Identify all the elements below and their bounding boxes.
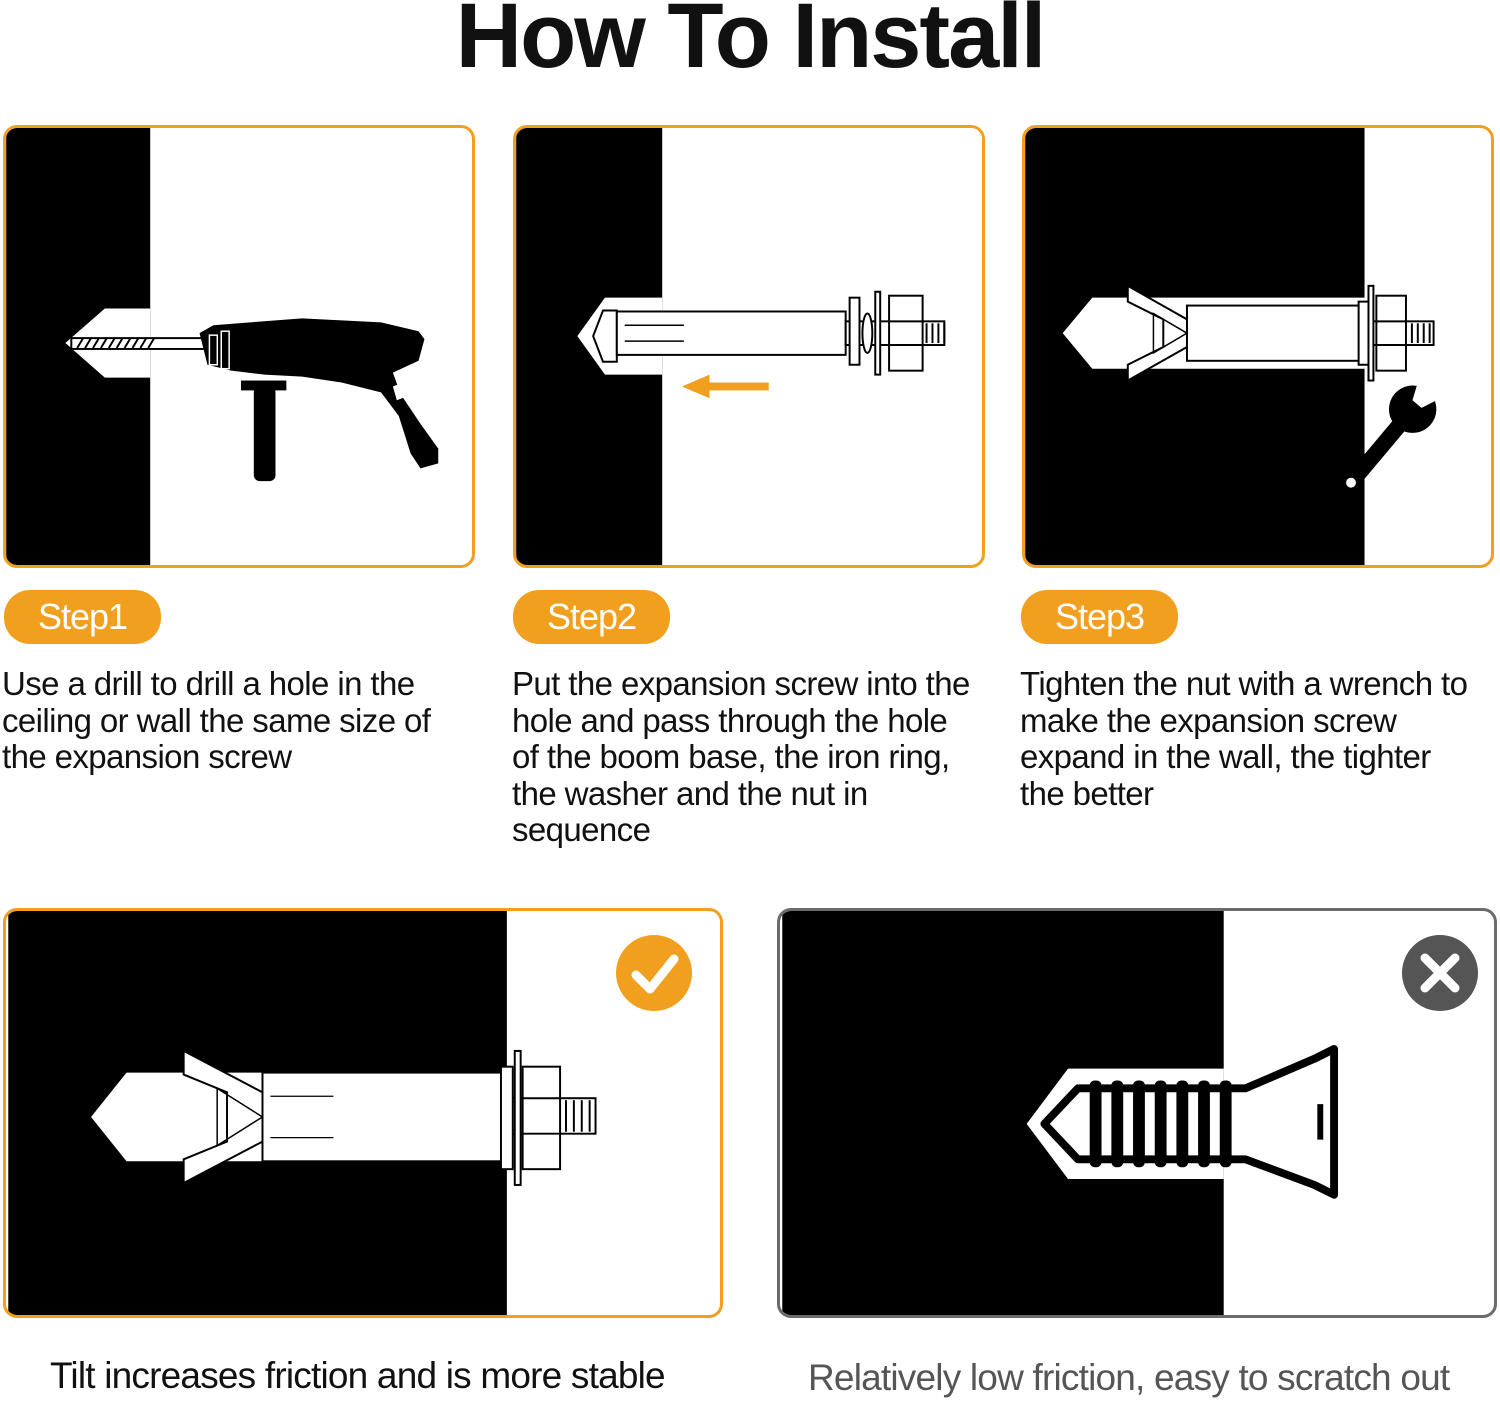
step3-badge: Step3 (1021, 590, 1178, 644)
tilt-anchor-panel (3, 908, 723, 1318)
plain-screw-caption: Relatively low friction, easy to scratch… (808, 1357, 1450, 1398)
page-title: How To Install (455, 0, 1047, 87)
step3-illustration-panel (1022, 125, 1494, 568)
tilt-caption: Tilt increases friction and is more stab… (50, 1355, 666, 1396)
step2-illustration-panel (513, 125, 985, 568)
wrench-icon (1025, 128, 1437, 565)
checkmark-icon (616, 935, 692, 1011)
drill-icon (6, 128, 439, 565)
step2-badge: Step2 (513, 590, 670, 644)
expansion-anchor-illustration (8, 911, 597, 1315)
step1-illustration-panel (3, 125, 475, 568)
expansion-screw-icon (516, 128, 946, 565)
step1-description: Use a drill to drill a hole in the ceili… (2, 665, 431, 775)
plain-screw-panel (777, 908, 1497, 1318)
step1-badge: Step1 (4, 590, 161, 644)
step2-description: Put the expansion screw into the hole an… (512, 665, 970, 848)
cross-icon (1402, 935, 1478, 1011)
step3-description: Tighten the nut with a wrench to make th… (1020, 665, 1468, 812)
plain-screw-illustration (782, 911, 1339, 1315)
